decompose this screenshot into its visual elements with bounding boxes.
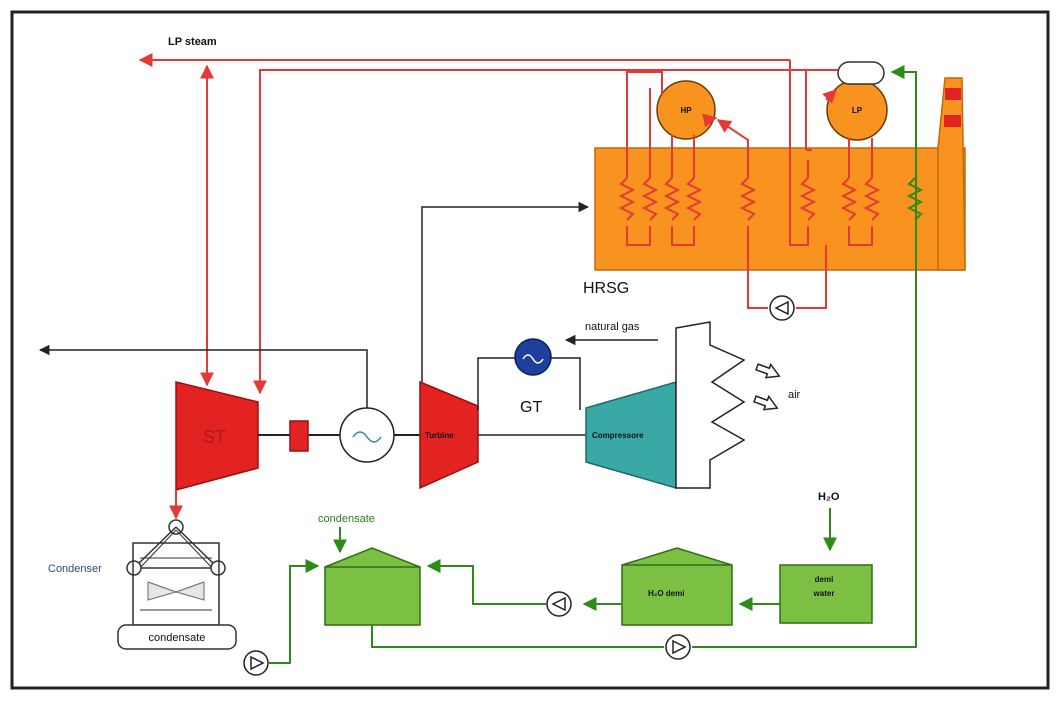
h2o-demi-label: H₂O demi: [648, 589, 684, 598]
lp-drum-label: LP: [852, 106, 863, 115]
demi-water-unit: demi water: [779, 564, 873, 624]
hp-feed-loop: [716, 118, 827, 321]
st-generator-icon: [339, 407, 395, 463]
hrsg-label: HRSG: [583, 280, 629, 297]
hp-drum: HP: [656, 80, 716, 140]
condenser-label: Condenser: [48, 563, 102, 575]
hrsg-unit: [594, 77, 966, 271]
gt-exhaust-line: [421, 201, 590, 382]
lp-steam-label: LP steam: [168, 36, 217, 48]
steam-turbine: [175, 381, 259, 491]
lp-steam-header: [138, 53, 806, 395]
condensate-tank: [324, 547, 421, 626]
air-arrow-icon-2: [753, 394, 779, 411]
air-arrow-icon-1: [755, 362, 781, 379]
outer-border: [10, 10, 1050, 690]
lp-drum: LP: [826, 79, 888, 141]
hp-drum-label: HP: [680, 106, 692, 115]
air-intake-filter: [675, 321, 746, 489]
h2o-label: H₂O: [818, 491, 840, 503]
natural-gas-label: natural gas: [585, 321, 640, 333]
condenser-unit: condensate: [117, 490, 237, 650]
stack-band-bottom: [944, 115, 961, 127]
stack-band-top: [945, 88, 961, 100]
turbine-label: Turbine: [425, 431, 454, 440]
condensate-hotwell: [117, 624, 237, 650]
gt-label: GT: [520, 399, 542, 416]
deaerator-vessel: [837, 61, 885, 85]
hp-pump-icon: [769, 295, 795, 321]
hrsg-stack: [937, 77, 966, 271]
demi-pump-icon: [546, 591, 572, 617]
water-lines: [268, 65, 917, 664]
power-export-line: [38, 344, 368, 408]
hrsg-body: [594, 147, 966, 271]
coupling: [289, 420, 309, 452]
compressor-label: Compressore: [592, 431, 644, 440]
condensate-bottom-label: condensate: [149, 632, 206, 644]
h2o-demi-tank: H₂O demi: [621, 547, 733, 626]
water-label: water: [813, 589, 835, 598]
drum-connections: [626, 69, 873, 155]
condensate-top-label: condensate: [318, 513, 375, 525]
hrsg-coils: [618, 80, 881, 246]
st-label: ST: [203, 427, 226, 447]
gas-turbine: [419, 380, 479, 490]
combustor-icon: [514, 338, 552, 376]
feedwater-pump-icon: [665, 634, 691, 660]
air-label: air: [788, 389, 801, 401]
demi-label: demi: [815, 575, 834, 584]
